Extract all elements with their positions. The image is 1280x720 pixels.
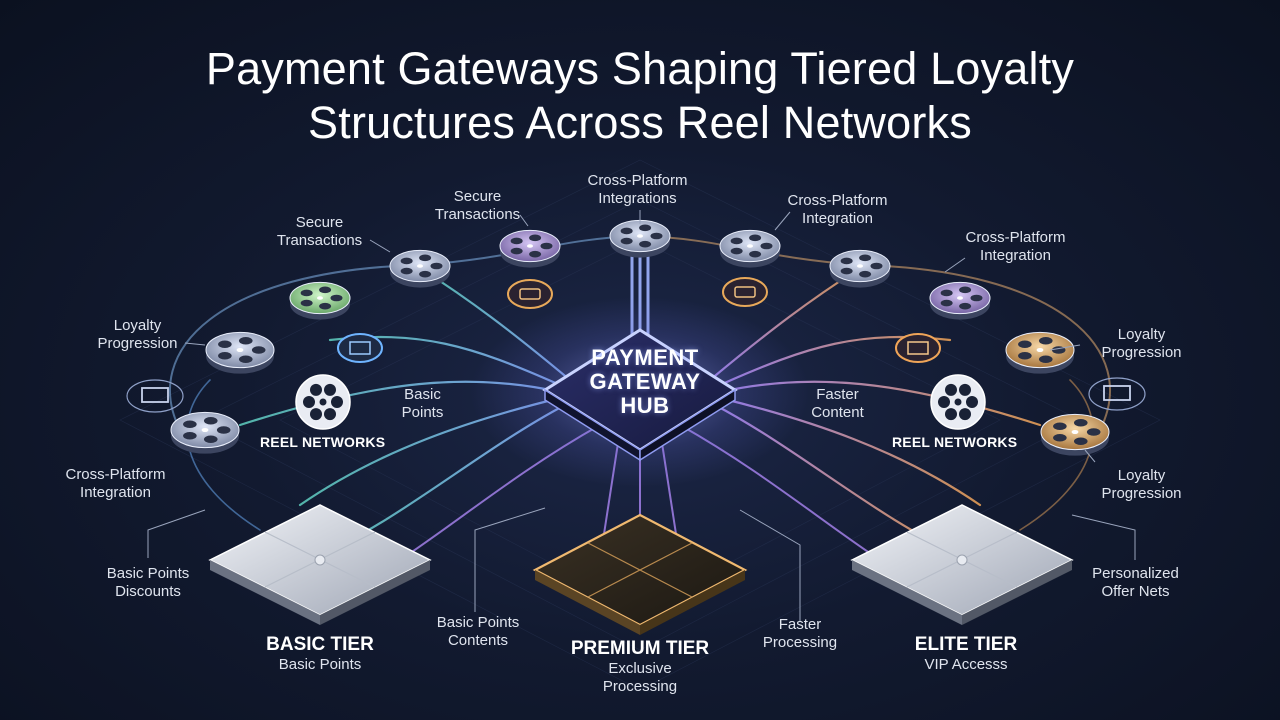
document-icon (1088, 377, 1146, 411)
label-personalized-offer-nets: Personalized Offer Nets (1073, 565, 1198, 601)
tier-basic-subtitle: Basic Points (220, 656, 420, 674)
page-title: Payment Gateways Shaping Tiered Loyalty … (0, 42, 1280, 150)
payment-hub (470, 297, 810, 487)
film-reels (170, 219, 1110, 456)
label-line: Integration (980, 247, 1051, 264)
film-reel-icon (719, 229, 781, 268)
label-secure-transactions-left: Secure Transactions (262, 214, 377, 250)
small-icons (126, 277, 1146, 413)
label-line: Secure (295, 214, 344, 231)
tier-subtitle-line: Processing (602, 678, 678, 695)
tier-elite-panel (850, 504, 1074, 625)
label-cross-platform-integration-left: Cross-Platform Integration (48, 466, 183, 502)
film-reel-icon (930, 374, 986, 430)
label-basic-points-discounts: Basic Points Discounts (88, 565, 208, 601)
film-reel-icon (205, 331, 275, 374)
hub-label: PAYMENT GATEWAY HUB (555, 346, 735, 418)
label-loyalty-progression-r1: Loyalty Progression (1084, 326, 1199, 362)
label-line: Discounts (115, 583, 181, 600)
tier-basic-panel (208, 504, 432, 625)
reel-networks-label-left: REEL NETWORKS (260, 434, 386, 450)
label-line: Cross-Platform (787, 192, 888, 209)
wallet-icon (507, 279, 553, 309)
film-reel-icon (389, 249, 451, 288)
credit-card-icon (722, 277, 768, 307)
title-line-2: Structures Across Reel Networks (308, 97, 972, 148)
film-reel-icon (929, 281, 991, 320)
label-line: Integrations (598, 190, 677, 207)
label-line: Progression (1101, 344, 1182, 361)
title-line-1: Payment Gateways Shaping Tiered Loyalty (205, 43, 1075, 94)
label-line: Offer Nets (1101, 583, 1170, 600)
label-cross-platform-integration-r2: Cross-Platform Integration (948, 229, 1083, 265)
book-icon (337, 333, 383, 363)
label-line: Transactions (276, 232, 363, 249)
tier-subtitle-line: Exclusive (608, 660, 672, 677)
label-faster-content: Faster Content (790, 386, 885, 422)
tier-subtitle-line: VIP Accesss (924, 656, 1008, 673)
label-loyalty-progression-left: Loyalty Progression (80, 317, 195, 353)
label-basic-points: Basic Points (380, 386, 465, 422)
film-reel-icon (295, 374, 351, 430)
label-cross-platform-integrations: Cross-Platform Integrations (570, 172, 705, 208)
label-line: Cross-Platform (65, 466, 166, 483)
tier-premium-panel (532, 513, 748, 635)
callout-lines (147, 210, 1136, 622)
label-line: Basic Points (106, 565, 190, 582)
label-line: Cross-Platform (587, 172, 688, 189)
label-secure-transactions-mid: Secure Transactions (420, 188, 535, 224)
label-line: Cross-Platform (965, 229, 1066, 246)
label-line: Basic (404, 386, 441, 403)
label-line: Faster (816, 386, 859, 403)
film-reel-icon (1005, 331, 1075, 374)
label-line: Contents (447, 632, 509, 649)
tier-elite-subtitle: VIP Accesss (866, 656, 1066, 674)
tier-premium-title: PREMIUM TIER (570, 638, 710, 659)
label-line: Loyalty (1117, 326, 1166, 343)
label-line: Faster (778, 616, 822, 633)
hub-label-line-3: HUB (620, 393, 670, 418)
label-line: Processing (762, 634, 838, 651)
label-loyalty-progression-r2: Loyalty Progression (1084, 467, 1199, 503)
reel-networks-label-right: REEL NETWORKS (892, 434, 1018, 450)
tier-elite-title: ELITE TIER (914, 634, 1018, 655)
label-line: Progression (97, 335, 178, 352)
film-reel-icon (170, 411, 240, 454)
label-basic-points-contents: Basic Points Contents (418, 614, 538, 650)
label-line: Integration (80, 484, 151, 501)
bank-icon (126, 379, 184, 413)
label-faster-processing: Faster Processing (750, 616, 850, 652)
hub-label-line-2: GATEWAY (589, 369, 701, 394)
film-reel-icon (609, 219, 671, 258)
label-line: Progression (1101, 485, 1182, 502)
label-line: Points (401, 404, 444, 421)
label-line: Personalized (1092, 565, 1179, 582)
label-cross-platform-integration-r1: Cross-Platform Integration (770, 192, 905, 228)
film-reel-icon (499, 229, 561, 268)
film-reel-icon (289, 281, 351, 320)
label-line: Basic Points (436, 614, 520, 631)
tier-subtitle-line: Basic Points (278, 656, 362, 673)
label-line: Secure (453, 188, 502, 205)
tier-basic-title: BASIC TIER (266, 634, 374, 655)
label-line: Integration (802, 210, 873, 227)
label-line: Loyalty (113, 317, 162, 334)
label-line: Loyalty (1117, 467, 1166, 484)
hub-label-line-1: PAYMENT (591, 345, 699, 370)
film-reel-icon (1040, 413, 1110, 456)
label-line: Content (811, 404, 864, 421)
ticket-icon (895, 333, 941, 363)
tier-premium-subtitle: Exclusive Processing (530, 660, 750, 696)
film-reel-icon (829, 249, 891, 288)
label-line: Transactions (434, 206, 521, 223)
